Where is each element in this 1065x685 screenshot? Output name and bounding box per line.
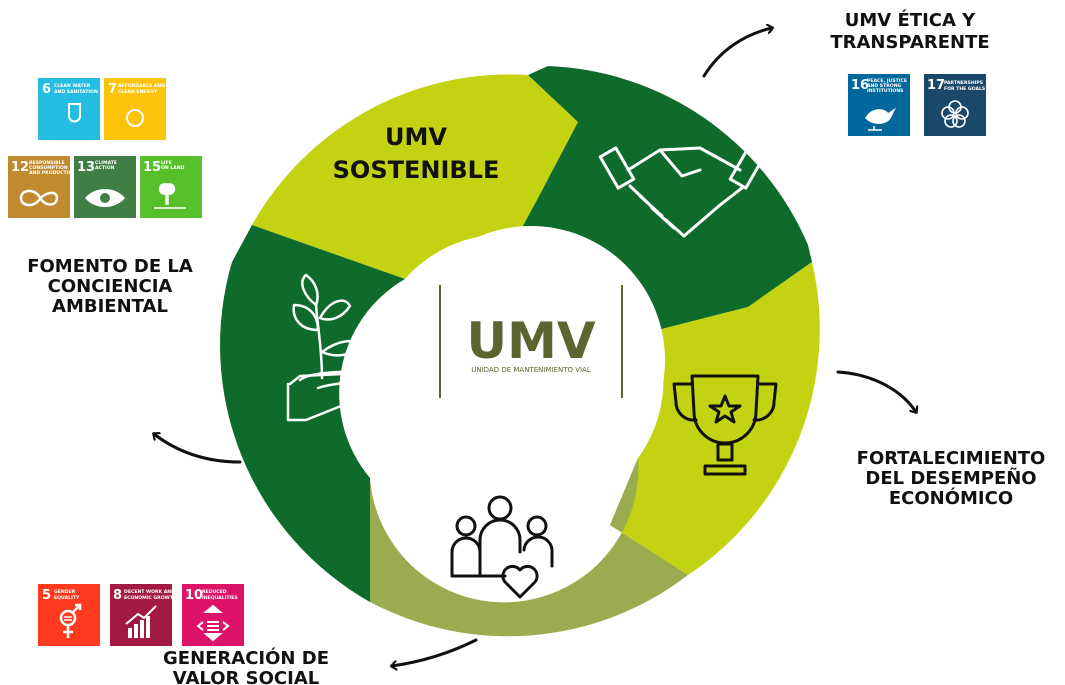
svg-text:AND PRODUCTION: AND PRODUCTION [29,170,76,176]
sun-icon [126,109,144,127]
svg-text:PARTNERSHIPS: PARTNERSHIPS [944,80,983,86]
svg-text:LIFE: LIFE [161,160,172,166]
trophy-icon [672,374,778,476]
label-fomento-line1: FOMENTO DE LA [27,256,193,277]
svg-text:6: 6 [42,82,51,97]
rings-icon [941,100,969,128]
sdg-10-tile: 10 REDUCED INEQUALITIES [182,584,244,646]
svg-text:17: 17 [927,78,945,93]
label-fortalecimiento-line3: ECONÓMICO [889,487,1013,509]
center-logo: UMV [466,312,595,370]
svg-text:12: 12 [11,160,29,175]
label-generacion-line1: GENERACIÓN DE [163,647,329,669]
sdg-6-tile: 6 CLEAN WATER AND SANITATION [38,78,100,140]
svg-text:AFFORDABLE AND: AFFORDABLE AND [118,83,165,89]
svg-text:CONSUMPTION: CONSUMPTION [29,165,68,171]
svg-text:ECONOMIC GROWTH: ECONOMIC GROWTH [124,595,177,601]
sdg-17-tile: 17 PARTNERSHIPS FOR THE GOALS [924,74,986,136]
handshake-icon [598,146,766,238]
arrow-top [702,28,772,78]
svg-text:15: 15 [143,160,161,175]
svg-text:13: 13 [77,160,95,175]
svg-text:CLEAN WATER: CLEAN WATER [54,83,91,89]
svg-text:RESPONSIBLE: RESPONSIBLE [29,160,65,166]
svg-text:PEACE, JUSTICE: PEACE, JUSTICE [867,78,907,84]
sdg-12-tile: 12 RESPONSIBLE CONSUMPTION AND PRODUCTIO… [8,156,76,218]
label-fortalecimiento-line2: DEL DESEMPEÑO [865,466,1036,489]
label-etica-line1: UMV ÉTICA Y [845,9,976,31]
water-drop-icon [68,103,81,123]
tree-icon [154,183,186,209]
reduced-inequalities-icon [196,604,230,642]
dove-gavel-icon [865,107,896,131]
segment-etica [518,66,812,331]
svg-text:REDUCED: REDUCED [202,589,227,595]
svg-text:GENDER: GENDER [54,589,76,595]
svg-text:10: 10 [185,588,203,603]
center-logo-subtitle: UNIDAD DE MANTENIMIENTO VIAL [471,366,591,374]
plant-hand-icon [286,273,372,422]
sdg-7-tile: 7 AFFORDABLE AND CLEAN ENERGY [104,78,166,140]
title-line1: UMV [385,123,447,151]
svg-text:7: 7 [108,82,117,97]
svg-text:16: 16 [851,78,869,93]
sdg-13-tile: 13 CLIMATE ACTION [74,156,136,218]
svg-text:AND STRONG: AND STRONG [867,83,902,89]
sdg-8-tile: 8 DECENT WORK AND ECONOMIC GROWTH [110,584,177,646]
label-etica-line2: TRANSPARENTE [830,32,989,53]
svg-text:INEQUALITIES: INEQUALITIES [202,595,238,601]
center-circle [397,226,665,494]
title-line2: SOSTENIBLE [333,156,500,184]
svg-text:ACTION: ACTION [95,165,115,171]
svg-text:INSTITUTIONS: INSTITUTIONS [867,88,903,94]
sdg-15-tile: 15 LIFE ON LAND [140,156,202,218]
people-heart-icon [450,495,554,599]
svg-text:AND SANITATION: AND SANITATION [54,89,98,95]
label-fortalecimiento-line1: FORTALECIMIENTO [857,448,1046,469]
arrow-left [154,434,242,464]
arrow-bottom [392,638,478,666]
gender-equality-icon [59,603,82,638]
segment-fomento [220,225,405,602]
growth-chart-icon [125,605,157,638]
infinity-icon [19,189,59,207]
label-generacion-line2: VALOR SOCIAL [173,668,319,685]
svg-text:CLEAN ENERGY: CLEAN ENERGY [118,89,158,95]
svg-text:DECENT WORK AND: DECENT WORK AND [124,589,175,595]
svg-text:8: 8 [113,588,122,603]
sdg-5-tile: 5 GENDER EQUALITY [38,584,100,646]
label-fomento-line2: CONCIENCIA [48,276,173,297]
svg-text:EQUALITY: EQUALITY [54,595,80,601]
svg-text:FOR THE GOALS: FOR THE GOALS [944,86,985,92]
svg-text:ON LAND: ON LAND [161,165,185,171]
svg-text:5: 5 [42,588,51,603]
svg-text:CLIMATE: CLIMATE [95,160,117,166]
sdg-16-tile: 16 PEACE, JUSTICE AND STRONG INSTITUTION… [848,74,910,136]
segment-umv-sostenible [252,74,578,279]
segment-generacion [370,458,688,637]
label-fomento-line3: AMBIENTAL [52,296,168,317]
arrow-right [836,370,916,412]
